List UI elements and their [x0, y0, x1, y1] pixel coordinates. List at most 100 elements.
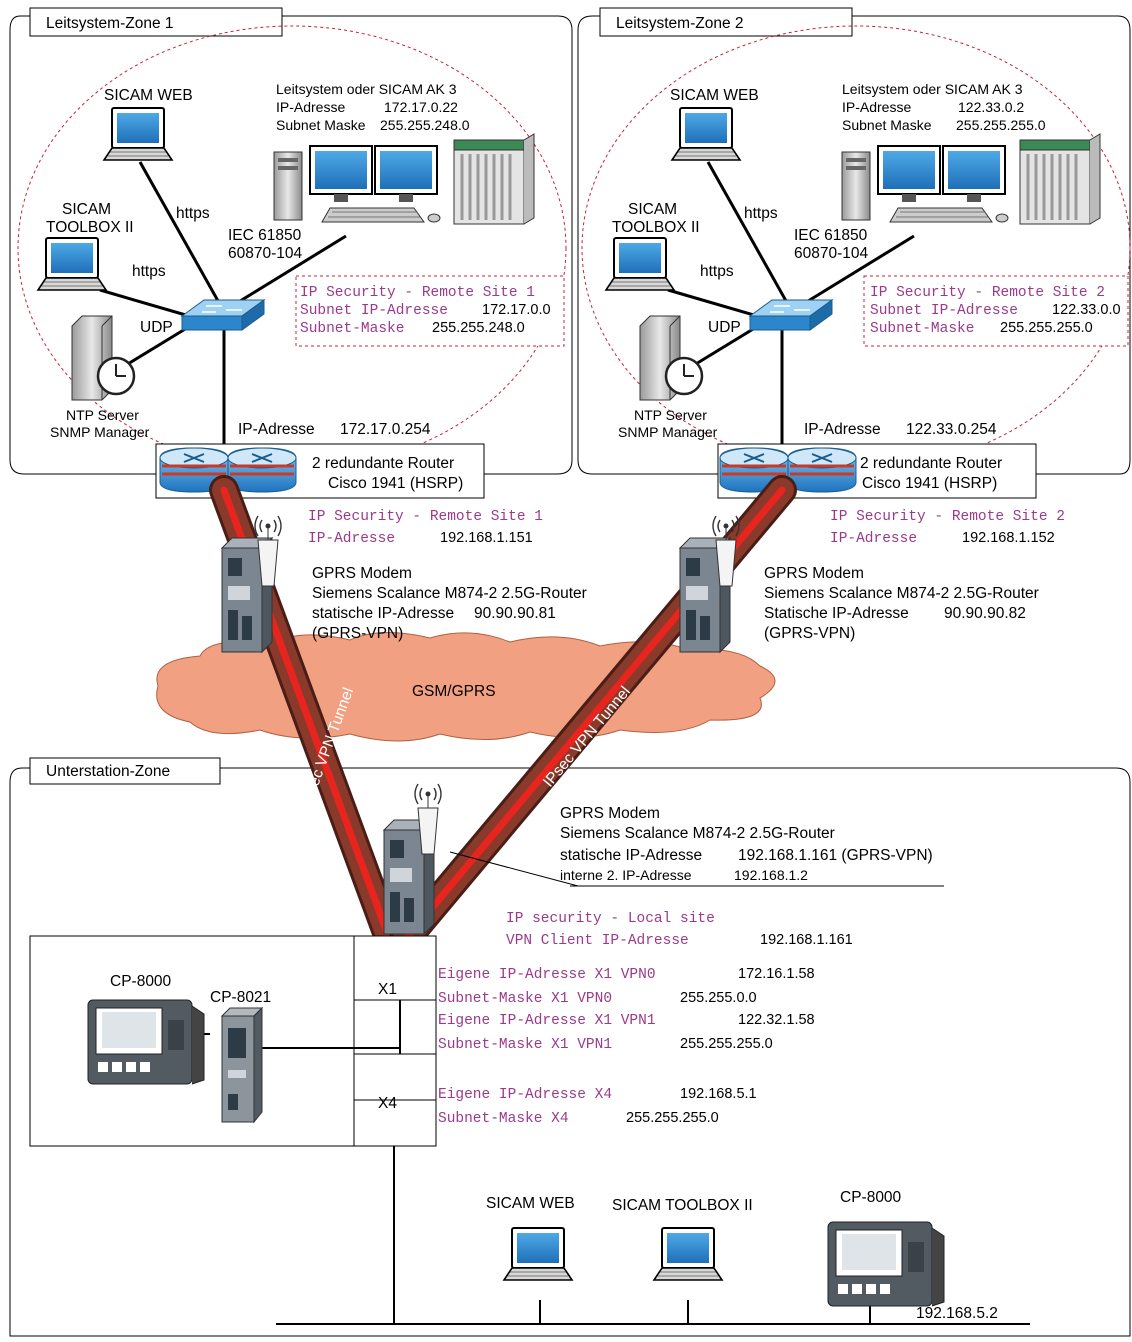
zone2-ipsec-mask-label: Subnet-Maske: [870, 321, 974, 337]
zone1-title: Leitsystem-Zone 1: [46, 15, 174, 32]
vpn-client-label: VPN Client IP-Adresse: [506, 933, 689, 949]
zone1-https-2: https: [132, 263, 166, 280]
zone2-ipsec-subnet-value: 122.33.0.0: [1052, 302, 1121, 318]
local-site-title: IP security - Local site: [506, 911, 715, 927]
zone1-remote-title: IP Security - Remote Site 1: [308, 509, 543, 525]
zone2-workstation-icon: [841, 145, 1009, 223]
zone2-modem-l1: GPRS Modem: [764, 565, 864, 582]
zone1-remote-ip-value: 192.168.1.151: [440, 530, 533, 546]
zone1-ipsec-mask-value: 255.255.248.0: [432, 320, 525, 336]
cp8021-label: CP-8021: [210, 989, 271, 1006]
zone1-router-box: 2 redundante Router Cisco 1941 (HSRP): [155, 443, 485, 499]
zone2-toolbox-label-1: SICAM: [628, 201, 677, 218]
x1-vpn0-ip-value: 172.16.1.58: [738, 966, 815, 982]
sub-modem-l4-value: 192.168.1.2: [734, 867, 808, 883]
zone1-ipsec-subnet-label: Subnet IP-Adresse: [300, 303, 448, 319]
x1-vpn1-ip-label: Eigene IP-Adresse X1 VPN1: [438, 1013, 656, 1029]
zone2-ls-mask-value: 255.255.255.0: [956, 117, 1046, 133]
zone2-ntp-label-1: NTP Server: [634, 407, 707, 423]
zone1-workstation-icon: [273, 145, 441, 223]
x1-vpn0-mask-value: 255.255.0.0: [680, 990, 757, 1006]
bottom-toolbox-label: SICAM TOOLBOX II: [612, 1197, 753, 1214]
zone2-ls-title: Leitsystem oder SICAM AK 3: [842, 81, 1023, 97]
zone2-https-1: https: [744, 205, 778, 222]
sub-modem-l3-label: statische IP-Adresse: [560, 847, 702, 864]
x4-mask-label: Subnet-Maske X4: [438, 1111, 569, 1127]
zone1-ntp-label-2: SNMP Manager: [50, 424, 150, 440]
zone1-modem-l3-label: statische IP-Adresse: [312, 605, 454, 622]
port-x1-label: X1: [378, 981, 397, 998]
zone2-toolbox-laptop-icon: [605, 237, 675, 291]
zone2-iec-1: IEC 61850: [794, 227, 868, 244]
zone1-frame: Leitsystem-Zone 1: [9, 7, 573, 475]
zone1-udp: UDP: [140, 319, 173, 336]
zone1-iec-2: 60870-104: [228, 245, 303, 262]
zone1-rack-icon: [452, 132, 536, 226]
zone2-router-b-icon: [786, 446, 858, 494]
bottom-cp8000-ip: 192.168.5.2: [916, 1305, 998, 1322]
zone1-toolbox-label-2: TOOLBOX II: [46, 219, 134, 236]
substation-frame: Unterstation-Zone: [9, 757, 1131, 1337]
zone2-frame: Leitsystem-Zone 2: [577, 7, 1131, 475]
sub-modem-l2: Siemens Scalance M874-2 2.5G-Router: [560, 825, 835, 842]
zone2-modem-l3-label: Statische IP-Adresse: [764, 605, 909, 622]
toolbox-laptop-icon: [37, 237, 107, 291]
zone1-ipsec-subnet-value: 172.17.0.0: [482, 302, 551, 318]
zone2-router-label-1: 2 redundante Router: [860, 455, 1002, 472]
zone1-ls-title: Leitsystem oder SICAM AK 3: [276, 81, 457, 97]
zone2-rack-icon: [1018, 132, 1102, 226]
zone2-https-2: https: [700, 263, 734, 280]
zone1-iec-1: IEC 61850: [228, 227, 302, 244]
zone2-modem-l3-value: 90.90.90.82: [944, 605, 1026, 622]
zone1-router-label-1: 2 redundante Router: [312, 455, 454, 472]
zone1-ipsec-mask-label: Subnet-Maske: [300, 321, 404, 337]
zone1-modem-l1: GPRS Modem: [312, 565, 412, 582]
zone2-toolbox-label-2: TOOLBOX II: [612, 219, 700, 236]
zone1-ipsec-box: IP Security - Remote Site 1 Subnet IP-Ad…: [295, 275, 565, 347]
zone2-remote-title: IP Security - Remote Site 2: [830, 509, 1065, 525]
bottom-cp8000-controller-icon: [827, 1221, 945, 1307]
zone1-ls-ip-value: 172.17.0.22: [384, 99, 458, 115]
zone2-remote-ip-label: IP-Adresse: [830, 531, 917, 547]
cp8000-controller-icon: [87, 999, 205, 1085]
bottom-sicam-web-label: SICAM WEB: [486, 1195, 575, 1212]
zone1-modem-l3-value: 90.90.90.81: [474, 605, 556, 622]
zone1-ntp-label-1: NTP Server: [66, 407, 139, 423]
zone2-title: Leitsystem-Zone 2: [616, 15, 744, 32]
zone2-links: [667, 161, 915, 448]
bottom-toolbox-laptop-icon: [653, 1227, 723, 1281]
x1-vpn1-mask-label: Subnet-Maske X1 VPN1: [438, 1037, 612, 1053]
zone1-sicam-web-label: SICAM WEB: [104, 87, 193, 104]
sicam-web-laptop-icon: [103, 107, 173, 161]
zone2-ls-ip-value: 122.33.0.2: [958, 99, 1024, 115]
zone1-ls-mask-label: Subnet Maske: [276, 117, 366, 133]
bottom-sicam-web-laptop-icon: [503, 1227, 573, 1281]
x4-ip-label: Eigene IP-Adresse X4: [438, 1087, 612, 1103]
zone2-ipsec-box: IP Security - Remote Site 2 Subnet IP-Ad…: [863, 275, 1129, 347]
vpn-client-value: 192.168.1.161: [760, 932, 853, 948]
sub-modem-l1: GPRS Modem: [560, 805, 660, 822]
cp8000-label: CP-8000: [110, 973, 172, 990]
zone2-remote-ip-value: 192.168.1.152: [962, 530, 1055, 546]
zone2-ipsec-title: IP Security - Remote Site 2: [870, 285, 1105, 301]
zone1-ls-mask-value: 255.255.248.0: [380, 117, 470, 133]
zone2-router-ip-value: 122.33.0.254: [906, 421, 997, 438]
substation-title: Unterstation-Zone: [46, 763, 170, 780]
zone1-remote-ip-label: IP-Adresse: [308, 531, 395, 547]
x1-vpn0-mask-label: Subnet-Maske X1 VPN0: [438, 991, 612, 1007]
zone1-ls-ip-label: IP-Adresse: [276, 99, 345, 115]
zone1-modem-l2: Siemens Scalance M874-2 2.5G-Router: [312, 585, 587, 602]
zone2-ls-mask-label: Subnet Maske: [842, 117, 932, 133]
zone1-https-1: https: [176, 205, 210, 222]
x4-ip-value: 192.168.5.1: [680, 1086, 757, 1102]
substation-links: [196, 851, 1030, 1325]
zone2-ntp-server-icon: [638, 314, 704, 402]
bottom-cp8000-label: CP-8000: [840, 1189, 902, 1206]
cloud-label: GSM/GPRS: [412, 683, 496, 700]
zone2-udp: UDP: [708, 319, 741, 336]
sub-modem-l4-label: interne 2. IP-Adresse: [560, 867, 692, 883]
zone2-ls-ip-label: IP-Adresse: [842, 99, 911, 115]
zone2-router-label-2: Cisco 1941 (HSRP): [862, 475, 997, 492]
zone2-ntp-label-2: SNMP Manager: [618, 424, 718, 440]
